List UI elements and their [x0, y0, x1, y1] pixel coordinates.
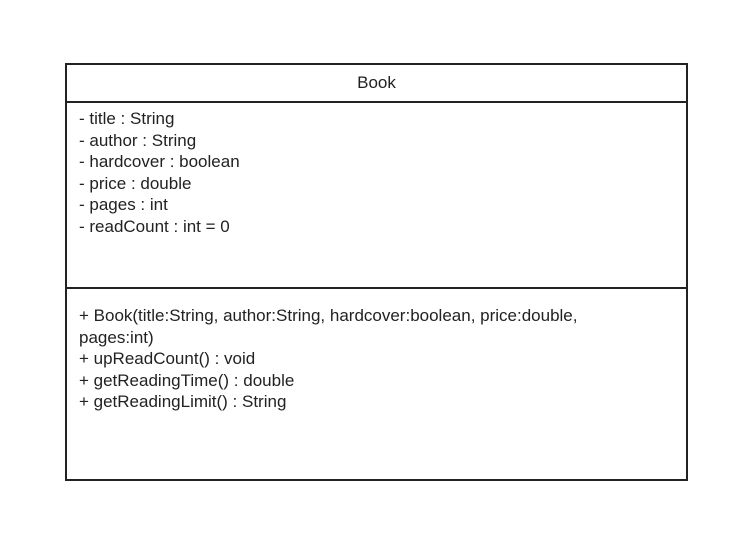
attribute-pages: - pages : int: [79, 195, 168, 214]
attribute-author: - author : String: [79, 130, 197, 150]
attribute-hardcover: - hardcover : boolean: [79, 152, 240, 171]
attributes-compartment: - title : String - author : String - har…: [67, 103, 686, 289]
attribute-readcount: - readCount : int = 0: [79, 216, 230, 236]
operations-compartment: + Book(title:String, author:String, hard…: [67, 289, 686, 413]
attribute-price: - price : double: [79, 173, 192, 193]
operation-getreadinglimit: + getReadingLimit() : String: [79, 392, 287, 411]
uml-class-box: Book - title : String - author : String …: [65, 63, 688, 481]
class-name: Book: [67, 65, 686, 103]
operation-upreadcount: + upReadCount() : void: [79, 349, 256, 368]
operation-constructor: + Book(title:String, author:String, hard…: [79, 306, 578, 347]
operation-getreadingtime: + getReadingTime() : double: [79, 370, 295, 390]
attribute-title: - title : String: [79, 109, 175, 128]
